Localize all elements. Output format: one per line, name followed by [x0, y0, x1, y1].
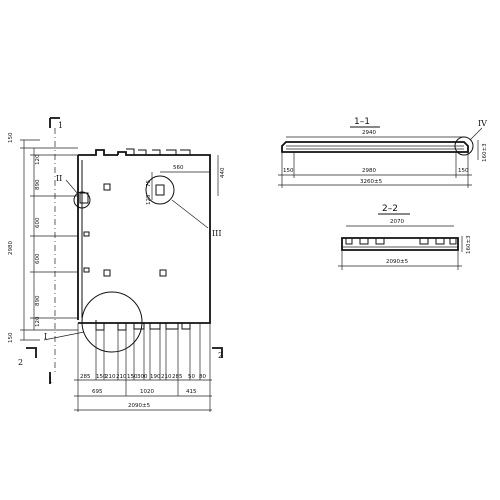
section-mark-2-right: 2 [218, 351, 223, 360]
section-2-title: 2–2 [382, 204, 398, 214]
chain-1-6: 190 [150, 374, 161, 380]
chain-1-7: 210 [161, 374, 172, 380]
s1-dim-left: 150 [283, 168, 294, 174]
chain-1-10: 80 [199, 374, 206, 380]
slab-outline [77, 149, 211, 324]
chain-1-5: 300 [137, 374, 148, 380]
section-mark-1-bottom: 1 [48, 376, 53, 385]
embed-1 [83, 231, 90, 237]
s1-callout-circle-IV [454, 136, 474, 156]
callout-circle-II [73, 191, 91, 209]
section-1-title: 1–1 [354, 117, 370, 127]
s2-height-dim: 160±3 [466, 235, 472, 254]
embed-2 [83, 267, 90, 273]
chain-1-2: 210 [105, 374, 116, 380]
s1-callout-label-IV: IV [478, 119, 487, 128]
dim-ticks-left [20, 139, 78, 341]
dim-75: 75 [146, 180, 152, 187]
leader-I [43, 331, 85, 341]
dim-bottom-150: 150 [8, 332, 14, 343]
leader-III [171, 199, 209, 229]
chain-1-8: 285 [172, 374, 183, 380]
chain-2-2: 415 [186, 389, 197, 395]
chain-1-1: 150 [96, 374, 107, 380]
dim-600-b: 600 [35, 253, 41, 264]
dim-top-120: 120 [35, 154, 41, 165]
chain-1-4: 150 [127, 374, 138, 380]
section-mark-2-left: 2 [18, 358, 23, 367]
section-cut-1-top [49, 117, 60, 128]
chain-1-0: 285 [80, 374, 91, 380]
dim-bottom-120: 120 [35, 316, 41, 327]
section-2-2: 2–2 2070 160±3 2090±5 [338, 204, 472, 270]
lift-loop-3 [159, 269, 167, 277]
s1-dim-inner: 2980 [362, 168, 376, 174]
callout-label-III: III [212, 229, 221, 238]
s1-dim-right: 150 [458, 168, 469, 174]
s2-dim-total: 2090±5 [386, 259, 409, 265]
chain-2-1: 1020 [140, 389, 154, 395]
s1-dim-total: 3260±5 [360, 179, 383, 185]
section-1-1: 1–1 2940 IV 160±3 150 2980 150 3260±5 [278, 117, 488, 188]
callout-circle-III [145, 175, 175, 205]
dim-560: 560 [173, 165, 184, 171]
s1-slab-profile [281, 141, 469, 153]
s2-dim-top: 2070 [390, 219, 404, 225]
anchor-right-top [155, 184, 165, 196]
bottom-notches [95, 320, 191, 331]
chain-1-9: 50 [188, 374, 195, 380]
s1-leader-IV [469, 127, 483, 141]
dim-890-top: 890 [35, 179, 41, 190]
leader-II [65, 179, 79, 195]
dim-total-2980: 2980 [8, 241, 14, 255]
lift-loop-2 [103, 269, 111, 277]
callout-circle-I [81, 291, 143, 353]
section-mark-1-top: 1 [58, 121, 63, 130]
dim-ticks-bottom [77, 323, 211, 412]
callout-label-II: II [56, 174, 62, 183]
s1-dim-top: 2940 [362, 130, 376, 136]
lift-loop-1 [103, 183, 111, 191]
dim-600-a: 600 [35, 217, 41, 228]
chain-total: 2090±5 [128, 403, 151, 409]
chain-1-3: 210 [116, 374, 127, 380]
plan-view: II III I 1 1 2 2 150 120 890 600 [8, 117, 226, 412]
section-cut-2-right [212, 347, 223, 358]
anchor-left-top [79, 192, 89, 204]
dim-125: 125 [146, 194, 152, 205]
s1-height-dim: 160±3 [482, 143, 488, 162]
dim-side: 440 [220, 167, 226, 178]
callout-label-I: I [44, 332, 47, 341]
top-notches [126, 148, 191, 155]
section-cut-2-left [26, 347, 37, 358]
dim-890-bottom: 890 [35, 295, 41, 306]
chain-2-0: 695 [92, 389, 103, 395]
dim-top-150: 150 [8, 132, 14, 143]
s2-ribs [345, 238, 457, 245]
